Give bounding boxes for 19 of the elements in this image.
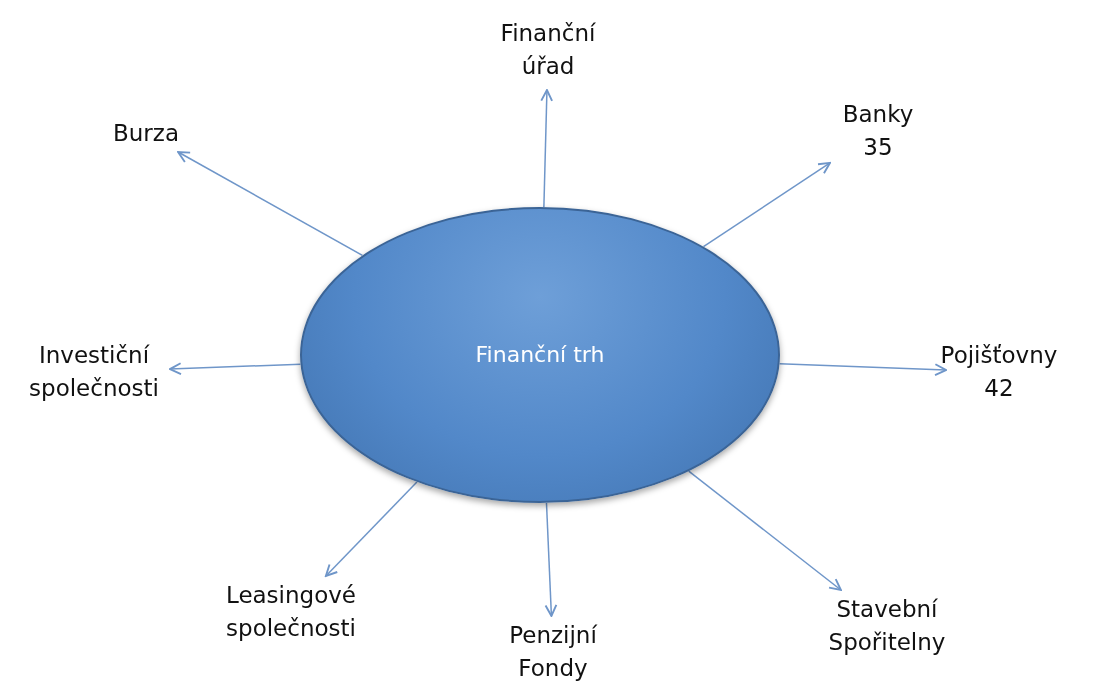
arrow [540, 89, 553, 208]
arrow [544, 502, 558, 617]
node-label: Stavební Spořitelny [827, 594, 947, 657]
node-label: Pojišťovny [940, 340, 1058, 370]
arrow [778, 363, 947, 376]
node-label: Finanční úřad [499, 18, 597, 81]
node-label: Penzijní Fondy [508, 620, 598, 683]
arrow [688, 470, 842, 591]
node-label: 35 [863, 133, 893, 162]
arrow [177, 151, 364, 257]
node-label: Banky [842, 99, 914, 129]
node-label: Finanční trh [475, 341, 605, 370]
node-label: 42 [984, 374, 1014, 403]
arrow [169, 362, 302, 376]
node-label: Burza [113, 119, 179, 149]
arrow [702, 161, 831, 248]
node-label: Leasingové společnosti [224, 580, 357, 643]
node-label: Investiční společnosti [28, 340, 160, 403]
arrow [324, 481, 418, 577]
